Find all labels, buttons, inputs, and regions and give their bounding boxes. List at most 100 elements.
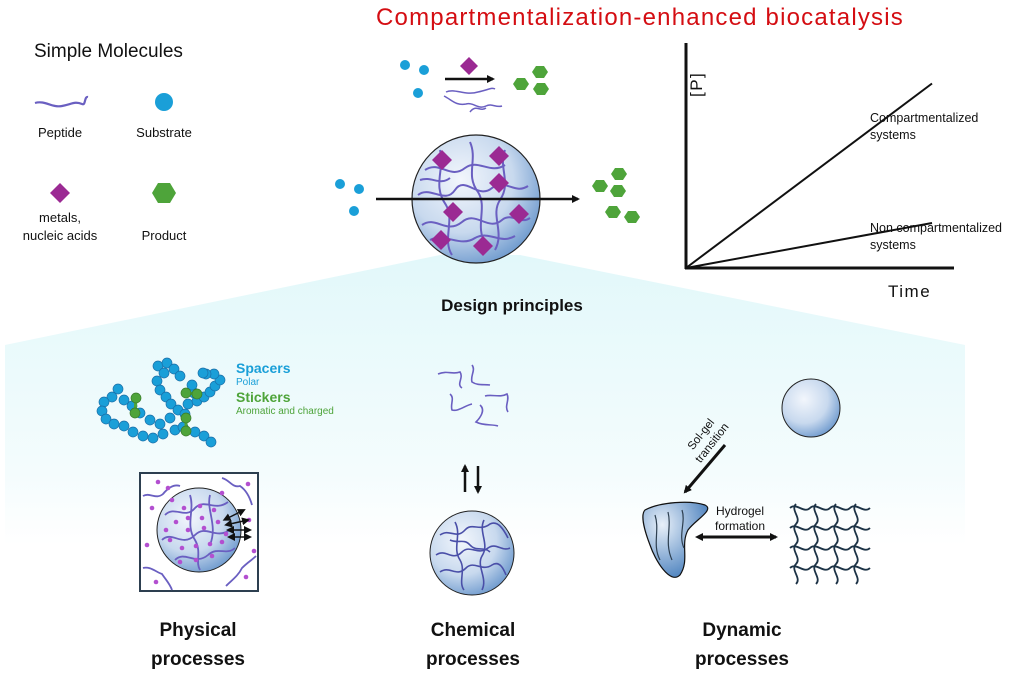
spacer-bead bbox=[186, 379, 198, 391]
mesh-strand-v bbox=[833, 503, 839, 585]
molecule-dot bbox=[181, 505, 187, 511]
spacer-bead bbox=[151, 375, 163, 387]
molecule-dot bbox=[243, 574, 249, 580]
molecule-dot bbox=[163, 527, 169, 533]
substrate-dot bbox=[349, 206, 359, 216]
peptide-strand bbox=[445, 87, 496, 94]
chart-ylabel: [P] bbox=[687, 71, 706, 97]
spacer-bead bbox=[205, 436, 217, 448]
molecule-dot bbox=[197, 503, 203, 509]
product-hex bbox=[610, 185, 626, 197]
product-time-chart bbox=[684, 43, 954, 270]
spacer-bead bbox=[174, 370, 186, 382]
process-line1: Chemical bbox=[430, 620, 516, 641]
hydrogel-mesh bbox=[789, 503, 871, 585]
hydrogel-label: Hydrogel formation bbox=[695, 504, 785, 534]
product-hex bbox=[513, 78, 529, 90]
figure-title: Compartmentalization-enhanced biocatalys… bbox=[376, 4, 904, 31]
mesh-strand-h bbox=[789, 505, 871, 511]
hydrogel-line1: Hydrogel bbox=[715, 504, 765, 518]
molecule-dot bbox=[155, 479, 161, 485]
molecule-dot bbox=[219, 539, 225, 545]
series-line-0 bbox=[685, 82, 933, 269]
process-line2: processes bbox=[694, 649, 789, 670]
legend-title: Simple Molecules bbox=[34, 41, 183, 62]
molecule-dot bbox=[209, 553, 215, 559]
product-icon bbox=[152, 183, 176, 203]
legend-label-substrate: Substrate bbox=[136, 125, 192, 140]
sticker-bead bbox=[180, 425, 192, 437]
mesh-strand-h bbox=[789, 525, 871, 531]
series-label-compartmentalized-2: systems bbox=[870, 128, 916, 142]
physical-process-illustration bbox=[139, 472, 259, 592]
spacer-bead bbox=[182, 398, 194, 410]
spacer-bead bbox=[112, 383, 124, 395]
spacer-bead bbox=[158, 367, 170, 379]
spacer-bead bbox=[154, 384, 166, 396]
sticker-bead bbox=[129, 407, 141, 419]
molecule-dot bbox=[185, 515, 191, 521]
chart-xlabel: Time bbox=[888, 282, 932, 301]
molecule-dot bbox=[149, 505, 155, 511]
molecule-dot bbox=[201, 525, 207, 531]
sticker-bead bbox=[191, 388, 203, 400]
spacer-bead bbox=[154, 418, 166, 430]
spacer-bead bbox=[157, 428, 169, 440]
spacer-bead bbox=[127, 426, 139, 438]
molecule-dot bbox=[144, 542, 150, 548]
spacer-bead bbox=[137, 430, 149, 442]
peptide-strand bbox=[443, 95, 503, 108]
molecule-dot bbox=[177, 559, 183, 565]
substrate-dot bbox=[400, 60, 410, 70]
series-line-1 bbox=[685, 222, 933, 269]
substrate-dot bbox=[419, 65, 429, 75]
mesh-strand-h bbox=[789, 565, 871, 571]
dynamic-process-illustration bbox=[642, 378, 871, 585]
series-label-noncompartmentalized-2: systems bbox=[870, 238, 916, 252]
molecule-dot bbox=[219, 490, 225, 496]
spacer-bead bbox=[168, 363, 180, 375]
spacer-bead bbox=[118, 394, 130, 406]
product-hex bbox=[624, 211, 640, 223]
substrate-icon bbox=[155, 93, 173, 111]
spacer-bead bbox=[144, 414, 156, 426]
process-line2: processes bbox=[150, 649, 245, 670]
legend-label-cofactor-2: nucleic acids bbox=[22, 228, 98, 243]
process-line1: Physical bbox=[159, 620, 237, 641]
cofactor-diamond bbox=[460, 57, 478, 75]
molecule-dot bbox=[193, 557, 199, 563]
molecule-dot bbox=[165, 485, 171, 491]
sticker-bead bbox=[180, 387, 192, 399]
mesh-strand-v bbox=[853, 503, 859, 585]
molecule-dot bbox=[223, 531, 229, 537]
product-hex bbox=[605, 206, 621, 218]
spacer-bead bbox=[189, 426, 201, 438]
free-reaction bbox=[400, 57, 549, 113]
design-principles-heading: Design principles bbox=[441, 296, 583, 315]
sticker-bead bbox=[130, 392, 142, 404]
legend-label-product: Product bbox=[141, 228, 187, 243]
molecule-dot bbox=[169, 497, 175, 503]
spacer-bead bbox=[165, 398, 177, 410]
product-hex bbox=[532, 66, 548, 78]
product-hex bbox=[592, 180, 608, 192]
spacer-bead bbox=[197, 367, 209, 379]
series-label-compartmentalized-1: Compartmentalized bbox=[870, 111, 979, 125]
legend-label-cofactor-1: metals, bbox=[39, 210, 81, 225]
legend-label-peptide: Peptide bbox=[37, 125, 83, 140]
sticker-bead bbox=[180, 412, 192, 424]
spacers-subtitle: Polar bbox=[236, 377, 260, 388]
molecule-dot bbox=[199, 515, 205, 521]
spacer-bead bbox=[98, 396, 110, 408]
cofactor-icon bbox=[50, 183, 70, 203]
spacer-sticker-chain bbox=[96, 357, 226, 448]
process-line1: Dynamic bbox=[702, 620, 782, 641]
process-line2: processes bbox=[425, 649, 520, 670]
compartment-reaction bbox=[335, 134, 640, 264]
molecule-dot bbox=[215, 519, 221, 525]
mesh-strand-h bbox=[789, 545, 871, 551]
chemical-processes-label: Chemical processes bbox=[373, 616, 573, 674]
dynamic-processes-label: Dynamic processes bbox=[642, 616, 842, 674]
peptide-icon bbox=[34, 95, 89, 108]
